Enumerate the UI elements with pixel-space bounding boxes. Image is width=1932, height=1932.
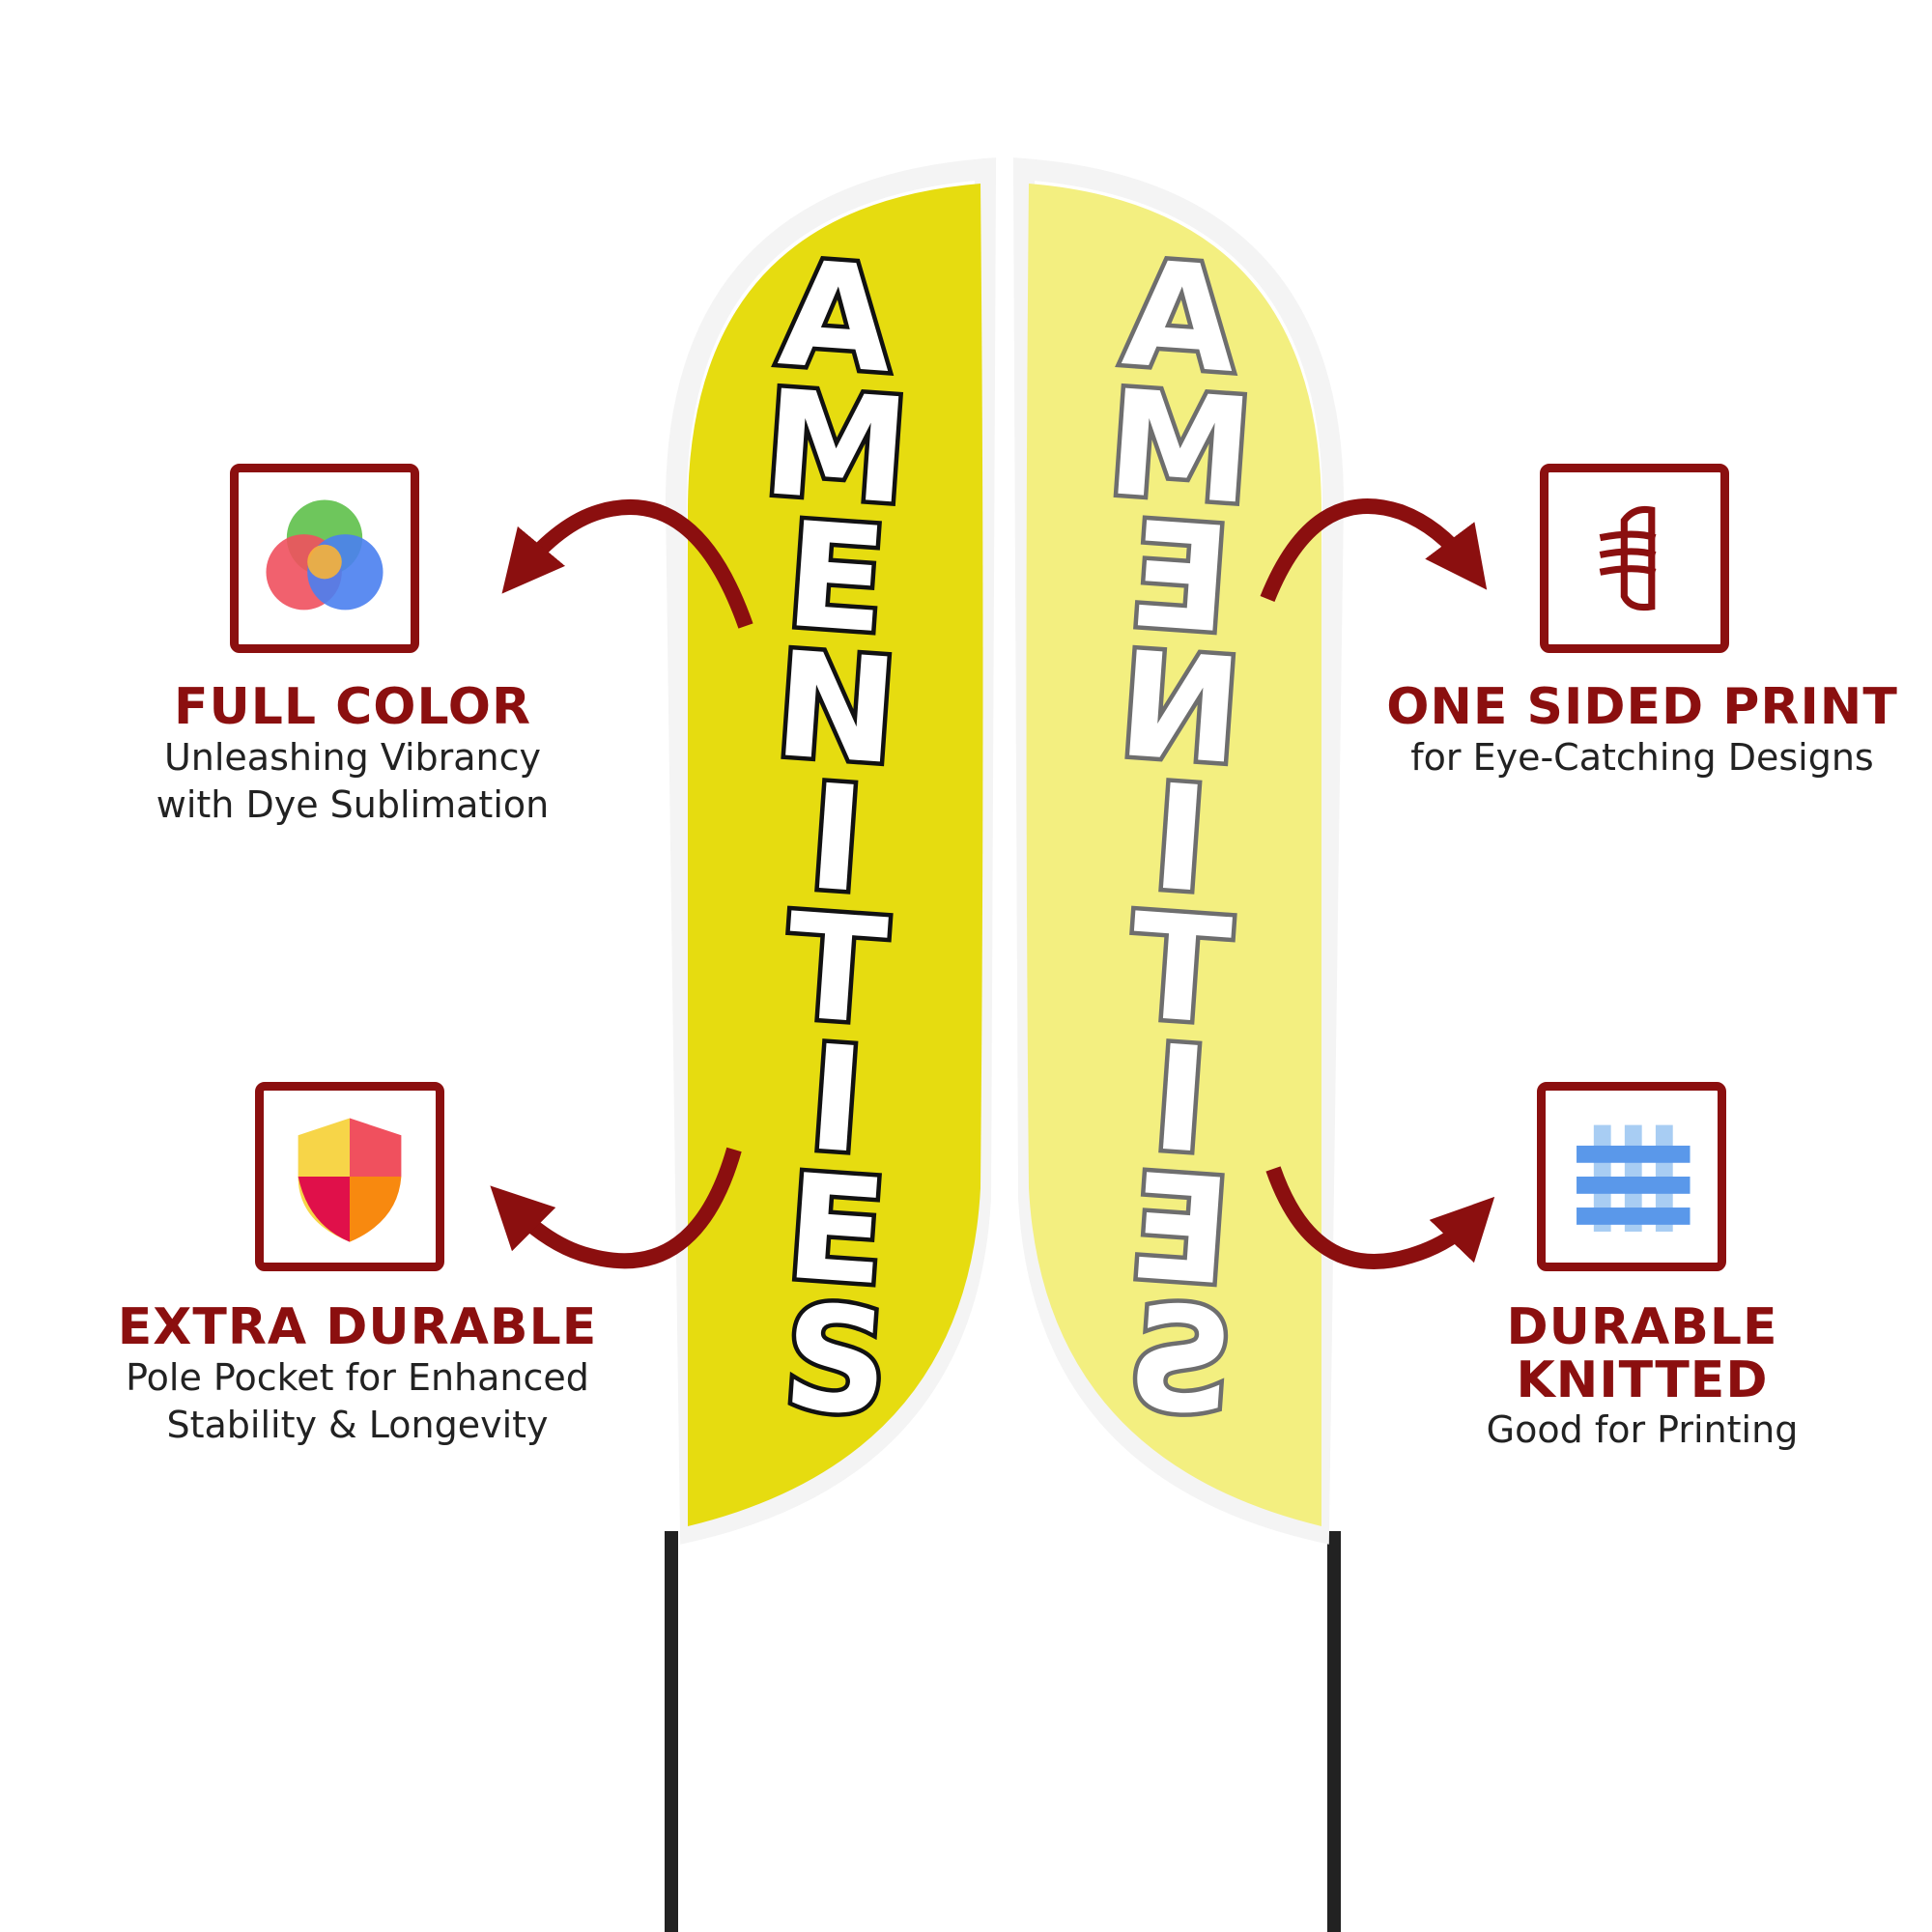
color-circles-icon [266, 499, 384, 611]
flag-letter: S [779, 1274, 895, 1449]
feature-extra-durable: EXTRA DURABLE Pole Pocket for Enhanced S… [77, 1301, 638, 1449]
flag-letter: E [1124, 1144, 1235, 1319]
flag-letter: E [781, 1144, 891, 1319]
flag-front-fabric [688, 184, 983, 1526]
flag-letter: I [1148, 753, 1213, 924]
feature-subtitle: Unleashing Vibrancy with Dye Sublimation [156, 735, 550, 826]
feature-title: DURABLE KNITTED [1506, 1298, 1778, 1409]
arrow-extra-durable [490, 1147, 742, 1269]
pole-right [1327, 1531, 1341, 1932]
extra-durable-icon-box [255, 1082, 444, 1271]
flag-letter: E [1124, 492, 1235, 667]
one-sided-icon-box [1540, 464, 1729, 653]
shield-icon [298, 1118, 402, 1242]
feature-full-color: FULL COLOR Unleashing Vibrancy with Dye … [97, 681, 609, 829]
arrow-knitted [1265, 1166, 1495, 1269]
feature-subtitle: for Eye-Catching Designs [1410, 735, 1874, 779]
feature-title: FULL COLOR [173, 678, 531, 736]
feature-title: EXTRA DURABLE [117, 1298, 598, 1356]
flag-letter: E [781, 492, 891, 667]
flag-letter: M [758, 359, 914, 537]
flag-back-fabric [1026, 184, 1321, 1526]
feature-title: ONE SIDED PRINT [1386, 678, 1898, 736]
arrow-full-color [501, 499, 753, 629]
flag-letter: A [775, 230, 898, 406]
flag-letter: N [770, 621, 902, 797]
full-color-icon-box [230, 464, 419, 653]
pole-left [665, 1531, 678, 1932]
feature-knitted: DURABLE KNITTED Good for Printing [1372, 1301, 1913, 1455]
print-layers-icon [1599, 505, 1657, 611]
flag-letter: T [1124, 883, 1235, 1058]
flag-letter: M [1102, 359, 1258, 537]
flag-letter: N [1114, 621, 1246, 797]
flag-letter: S [1122, 1274, 1238, 1449]
arrow-one-sided [1260, 498, 1488, 602]
feature-subtitle: Good for Printing [1486, 1408, 1799, 1452]
flag-letter: T [781, 883, 891, 1058]
flag-letter: A [1119, 230, 1242, 406]
knitted-icon-box [1537, 1082, 1726, 1271]
feature-subtitle: Pole Pocket for Enhanced Stability & Lon… [126, 1355, 589, 1446]
feature-one-sided: ONE SIDED PRINT for Eye-Catching Designs [1372, 681, 1913, 781]
knit-fabric-icon [1577, 1124, 1690, 1232]
